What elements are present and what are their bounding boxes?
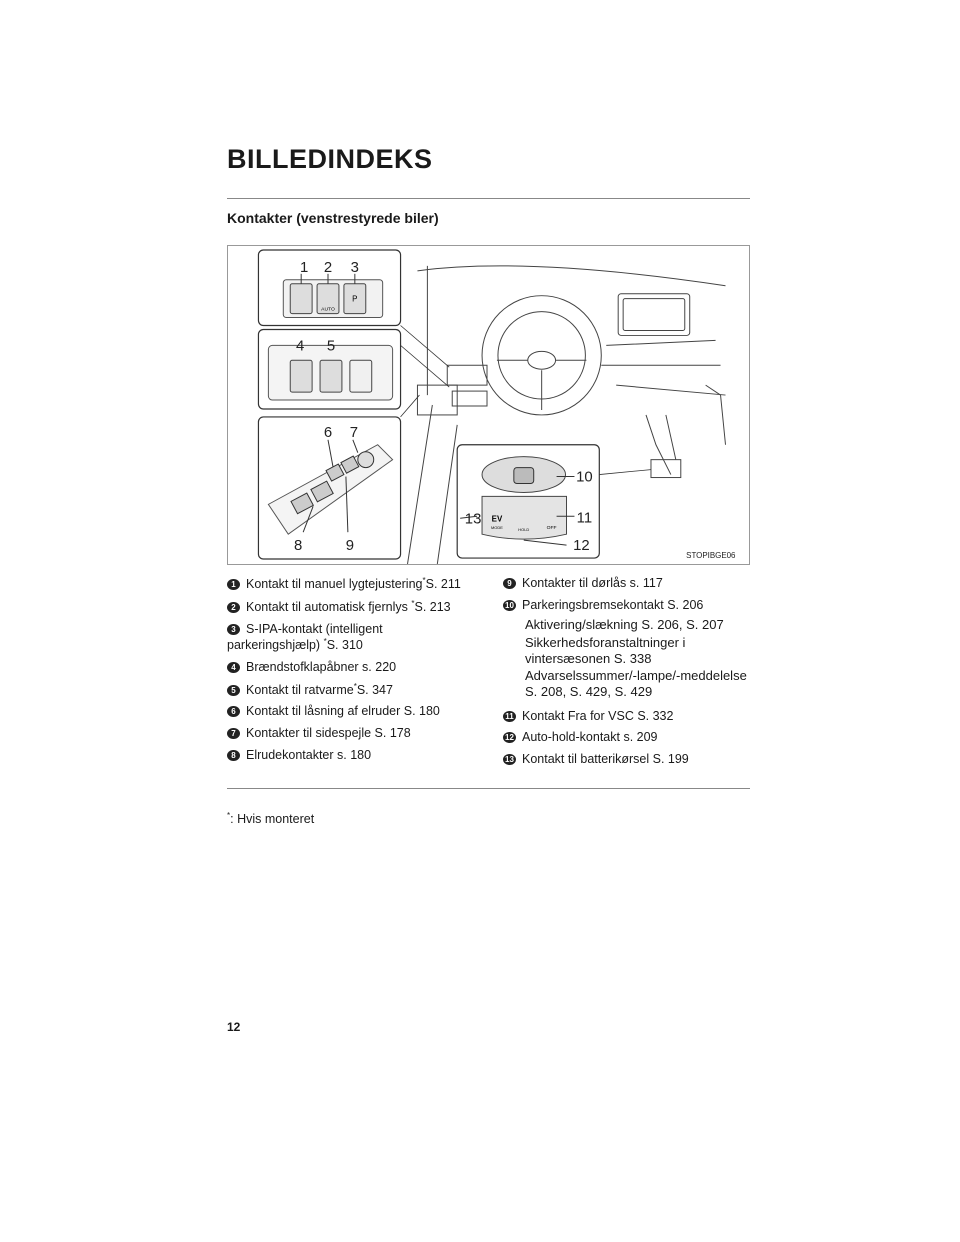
- legend-number: 3: [227, 623, 240, 635]
- legend-number: 4: [227, 661, 240, 673]
- title-divider: [227, 198, 750, 199]
- legend-number: 6: [227, 706, 240, 718]
- legend-number: 8: [227, 749, 240, 761]
- legend-number: 12: [503, 732, 516, 744]
- dashboard-line-art: [407, 265, 727, 564]
- legend-number: 13: [503, 753, 516, 765]
- footnote: *: Hvis monteret: [227, 811, 315, 827]
- legend-subitem: Advarselssummer/-lampe/-meddelelse S. 20…: [525, 668, 747, 700]
- legend-number: 2: [227, 601, 240, 613]
- callout-2: 2: [324, 260, 332, 276]
- figure-code: STOPIBGE06: [686, 551, 736, 560]
- switch-illustration: AUTO P 1 2 3 4 5: [227, 245, 750, 565]
- callout-10: 10: [576, 470, 593, 486]
- legend-number: 7: [227, 728, 240, 739]
- callout-5: 5: [327, 338, 335, 354]
- mode-label: MODE: [491, 525, 503, 530]
- off-label: OFF: [547, 525, 557, 531]
- legend-number: 11: [503, 710, 516, 722]
- bottom-divider: [227, 788, 750, 789]
- switch-illustration-svg: AUTO P 1 2 3 4 5: [257, 249, 736, 564]
- legend-number: 1: [227, 579, 240, 591]
- callout-3: 3: [351, 260, 359, 276]
- legend-number: 10: [503, 599, 516, 611]
- legend-subitem: Aktivering/slækning S. 206, S. 207: [525, 617, 724, 633]
- callout-9: 9: [346, 538, 354, 554]
- inset-light-switches: AUTO P 1 2 3: [257, 249, 402, 327]
- inset-fuel-heater-switches: 4 5: [257, 328, 402, 410]
- callout-11: 11: [577, 510, 592, 526]
- inset-console-switches: EV MODE HOLD OFF 10 11 12 13: [456, 444, 600, 559]
- page-number: 12: [227, 1020, 241, 1034]
- hold-label: HOLD: [518, 527, 529, 532]
- callout-8: 8: [294, 538, 302, 554]
- section-heading: Kontakter (venstrestyrede biler): [227, 210, 439, 226]
- leader-lines: [400, 325, 652, 475]
- legend-subitem: Sikkerhedsforanstaltninger i vintersæson…: [525, 634, 686, 666]
- callout-7: 7: [350, 425, 358, 441]
- legend-number: 9: [503, 578, 516, 589]
- callout-13: 13: [465, 511, 482, 527]
- inset-door-panel-switches: 6 7 8 9: [257, 416, 402, 560]
- legend-number: 5: [227, 684, 240, 696]
- callout-6: 6: [324, 425, 332, 441]
- callout-4: 4: [296, 338, 304, 354]
- auto-label: AUTO: [321, 307, 335, 313]
- callout-1: 1: [300, 260, 308, 276]
- page-title: BILLEDINDEKS: [227, 144, 433, 174]
- p-label: P: [352, 295, 357, 304]
- callout-12: 12: [573, 538, 590, 554]
- ev-label: EV: [492, 514, 503, 523]
